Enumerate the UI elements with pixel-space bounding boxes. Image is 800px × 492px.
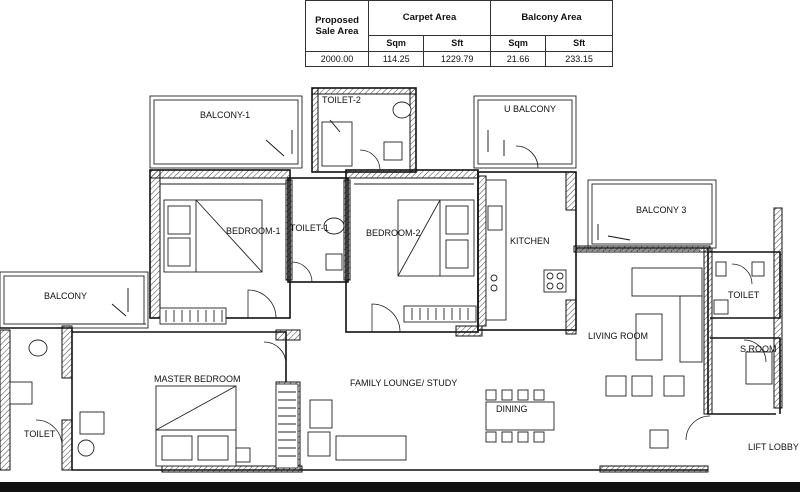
balcony-1-outline <box>149 95 303 169</box>
balcony-area-header: Balcony Area <box>490 0 613 36</box>
area-table: Proposed Sale Area Carpet Area Balcony A… <box>305 0 613 68</box>
label-s-room: S.ROOM <box>740 344 777 354</box>
carpet-sqm-value: 114.25 <box>367 50 425 68</box>
proposed-label-line1: Proposed <box>315 14 359 26</box>
s-room-bed <box>745 351 773 385</box>
u-balcony-outline <box>473 95 577 169</box>
left-toilet-fixtures <box>9 339 95 457</box>
label-toilet-2: TOILET-2 <box>322 95 361 105</box>
label-bedroom-1: BEDROOM-1 <box>226 226 281 236</box>
master-chair <box>79 411 105 435</box>
living-chair-1 <box>605 375 627 397</box>
bedroom-1-bed <box>163 199 263 273</box>
label-balcony-1: BALCONY-1 <box>200 110 250 120</box>
kitchen-counter <box>485 179 567 321</box>
label-master-bedroom: MASTER BEDROOM <box>154 374 241 384</box>
label-toilet-left: TOILET <box>24 429 56 439</box>
label-family-lounge: FAMILY LOUNGE/ STUDY <box>350 378 457 388</box>
bottom-border <box>0 482 800 492</box>
main-walls <box>0 87 783 473</box>
balcony-sft-value: 233.15 <box>545 50 613 68</box>
carpet-area-header: Carpet Area <box>367 0 492 36</box>
balcony-sqm-value: 21.66 <box>490 50 547 68</box>
balcony-arrows <box>111 119 631 317</box>
right-toilet-fixtures <box>713 261 765 315</box>
proposed-sale-area-header: Proposed Sale Area <box>305 0 369 52</box>
label-living-room: LIVING ROOM <box>588 331 648 341</box>
master-bed <box>155 385 251 467</box>
toilet-1-fixtures <box>323 217 345 271</box>
floor-plan: BALCONY-1 TOILET-2 U BALCONY BEDROOM-1 T… <box>0 87 799 473</box>
sliding-door-marks <box>72 183 700 325</box>
window-strips <box>159 305 477 469</box>
bedroom-2-bed <box>397 199 475 277</box>
label-balcony: BALCONY <box>44 291 87 301</box>
label-toilet-1: TOILET-1 <box>290 223 329 233</box>
door-swings <box>35 145 767 447</box>
label-balcony-3: BALCONY 3 <box>636 205 686 215</box>
lounge-sofa <box>307 399 407 461</box>
label-lift-lobby: LIFT LOBBY <box>748 442 799 452</box>
label-kitchen: KITCHEN <box>510 236 550 246</box>
proposed-label-line2: Sale Area <box>315 25 359 37</box>
label-dining: DINING <box>496 404 528 414</box>
living-chair-3 <box>663 375 685 397</box>
toilet-2-fixtures <box>321 101 412 167</box>
living-sofa <box>631 267 703 363</box>
label-bedroom-2: BEDROOM-2 <box>366 228 421 238</box>
side-table <box>649 429 669 449</box>
dining-table <box>485 389 555 443</box>
living-chair-2 <box>631 375 653 397</box>
label-u-balcony: U BALCONY <box>504 104 556 114</box>
label-toilet-right: TOILET <box>728 290 760 300</box>
proposed-value: 2000.00 <box>305 50 369 68</box>
